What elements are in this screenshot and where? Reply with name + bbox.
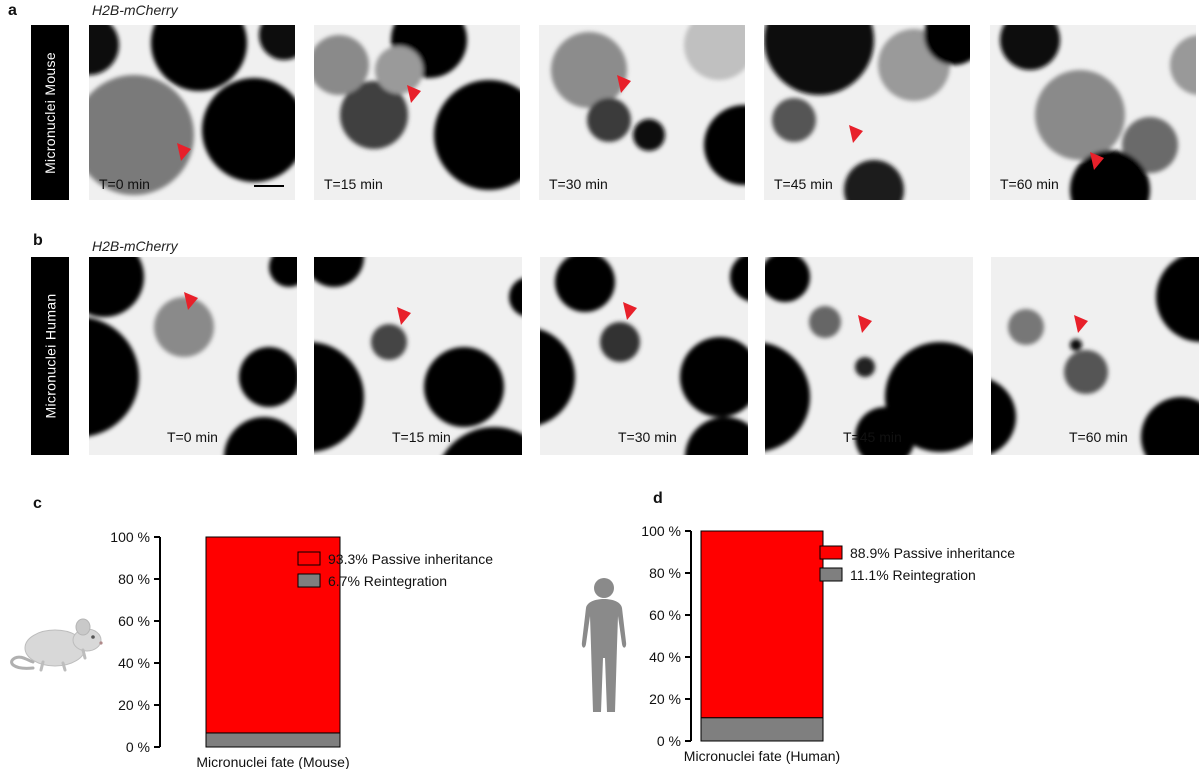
legend-label: 11.1% Reintegration xyxy=(850,567,976,583)
human-icon xyxy=(581,578,627,712)
x-axis-label: Micronuclei fate (Human) xyxy=(684,748,840,764)
time-label: T=0 min xyxy=(167,429,218,445)
time-label: T=60 min xyxy=(1000,176,1059,192)
arrowhead-icon xyxy=(617,75,631,93)
panel-b-frame-2 xyxy=(540,257,748,455)
mouse-icon xyxy=(10,618,103,672)
y-tick-label: 40 % xyxy=(118,655,150,671)
bar-segment-passive-inheritance xyxy=(205,536,341,734)
y-tick-label: 60 % xyxy=(649,607,681,623)
arrowhead-icon xyxy=(1090,152,1104,170)
panel-a-letter: a xyxy=(8,2,17,19)
arrowhead-icon xyxy=(1074,315,1088,333)
panel-a-frame-3 xyxy=(764,25,970,200)
arrowhead-icon xyxy=(858,315,872,333)
y-tick-label: 20 % xyxy=(649,691,681,707)
panel-b-frame-1 xyxy=(314,257,522,455)
cell-nuclei-image xyxy=(1000,25,1196,200)
time-label: T=30 min xyxy=(618,429,677,445)
y-tick-label: 100 % xyxy=(110,529,150,545)
cell-nuclei-image xyxy=(764,25,970,200)
chart-d: 0 % 20 % 40 % 60 % 80 % 100 % Micronuclei fate… xyxy=(641,523,1015,764)
panel-d-letter: d xyxy=(653,490,663,507)
cell-nuclei-image xyxy=(89,25,295,195)
arrowhead-icon xyxy=(623,302,637,320)
cell-nuclei-image xyxy=(991,257,1199,455)
y-tick-label: 0 % xyxy=(657,733,681,749)
arrowhead-icon xyxy=(397,307,411,325)
cell-nuclei-image xyxy=(765,257,973,455)
time-label: T=30 min xyxy=(549,176,608,192)
bar-segment-passive-inheritance xyxy=(700,530,824,719)
panel-a-stain-label: H2B-mCherry xyxy=(92,2,178,18)
legend-label: 6.7% Reintegration xyxy=(328,573,447,589)
chart-c: 0 % 20 % 40 % 60 % 80 % 100 % Micronuclei fate… xyxy=(110,529,493,769)
arrowhead-icon xyxy=(849,125,863,143)
panel-a-side-label-text: Micronuclei Mouse xyxy=(42,51,58,174)
x-axis-label: Micronuclei fate (Mouse) xyxy=(196,754,349,769)
arrowhead-icon xyxy=(177,143,191,161)
legend-label: 93.3% Passive inheritance xyxy=(328,551,493,567)
time-label: T=15 min xyxy=(324,176,383,192)
panel-b-letter: b xyxy=(33,232,43,249)
panel-b-stain-label: H2B-mCherry xyxy=(92,238,178,254)
legend-swatch xyxy=(819,567,843,582)
time-label: T=45 min xyxy=(843,429,902,445)
legend-label: 88.9% Passive inheritance xyxy=(850,545,1015,561)
panel-a-side-label: Micronuclei Mouse xyxy=(31,25,69,200)
arrowhead-icon xyxy=(407,85,421,103)
legend-swatch xyxy=(819,545,843,560)
y-tick-label: 80 % xyxy=(118,571,150,587)
panel-b-frame-4 xyxy=(991,257,1199,455)
legend-swatch xyxy=(297,573,321,588)
cell-nuclei-image xyxy=(314,25,520,190)
time-label: T=15 min xyxy=(392,429,451,445)
panel-b-frame-0 xyxy=(89,257,297,455)
panel-a-frame-4 xyxy=(990,25,1196,200)
panel-a-frame-1 xyxy=(314,25,520,200)
scale-bar xyxy=(254,185,284,187)
time-label: T=45 min xyxy=(774,176,833,192)
cell-nuclei-image xyxy=(89,257,297,455)
panel-a-frame-0 xyxy=(89,25,295,200)
bar-segment-reintegration xyxy=(205,732,341,748)
panel-b-side-label-text: Micronuclei Human xyxy=(42,293,59,419)
y-tick-label: 20 % xyxy=(118,697,150,713)
panel-b-frame-3 xyxy=(765,257,973,455)
y-tick-label: 80 % xyxy=(649,565,681,581)
legend-swatch xyxy=(297,551,321,566)
cell-nuclei-image xyxy=(314,257,522,455)
cell-nuclei-image xyxy=(540,257,748,455)
panel-a-frame-2 xyxy=(539,25,745,200)
arrowhead-icon xyxy=(184,292,198,310)
bar-segment-reintegration xyxy=(700,717,824,742)
y-tick-label: 60 % xyxy=(118,613,150,629)
y-tick-label: 0 % xyxy=(126,739,150,755)
time-label: T=60 min xyxy=(1069,429,1128,445)
panel-b-side-label: Micronuclei Human xyxy=(31,257,69,455)
cell-nuclei-image xyxy=(551,25,745,185)
panel-c-letter: c xyxy=(33,495,42,512)
time-label: T=0 min xyxy=(99,176,150,192)
y-tick-label: 40 % xyxy=(649,649,681,665)
y-tick-label: 100 % xyxy=(641,523,681,539)
